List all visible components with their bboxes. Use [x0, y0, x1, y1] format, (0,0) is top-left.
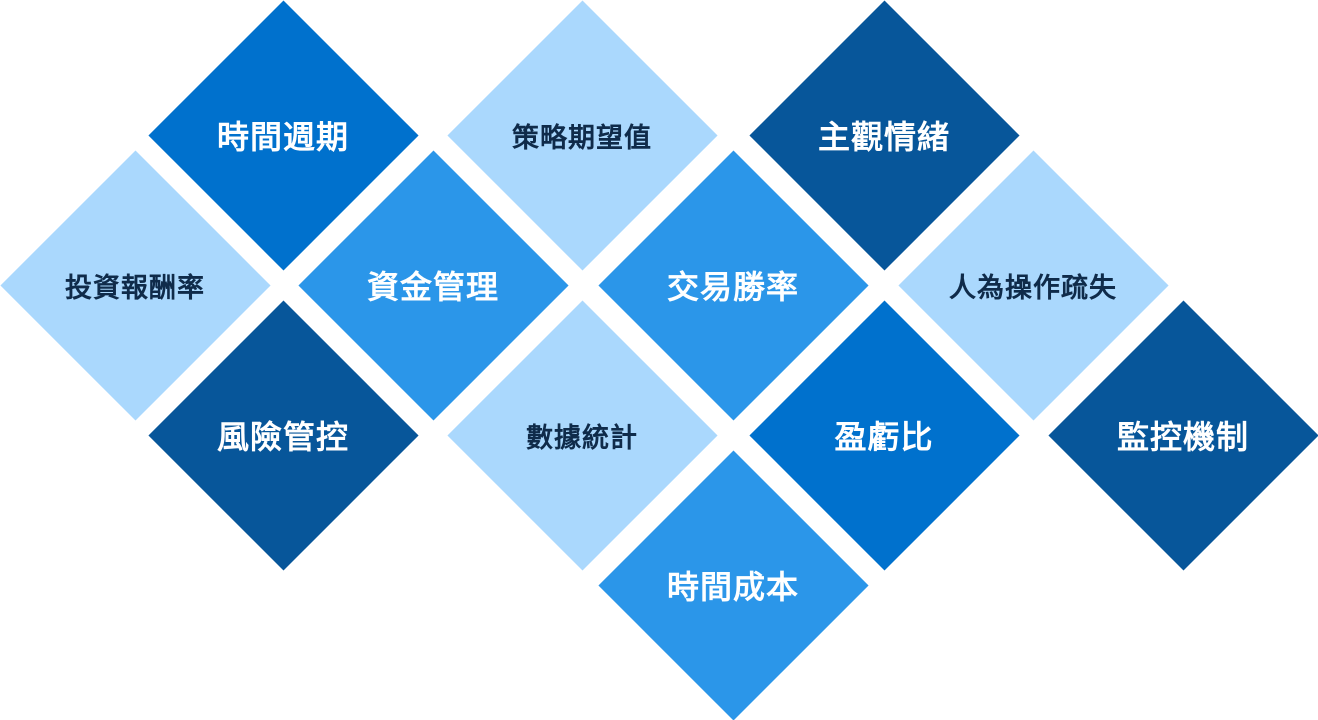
diamond-label: 主觀情緒 — [817, 118, 950, 156]
diamond-label: 數據統計 — [526, 422, 638, 454]
diamond-label: 盈虧比 — [834, 418, 934, 456]
diamond-label: 時間週期 — [216, 118, 349, 156]
diamond-time-period: 時間週期 — [147, 0, 419, 271]
diamond-human-error: 人為操作疏失 — [897, 149, 1169, 421]
diamond-label: 策略期望值 — [512, 122, 652, 154]
diamond-time-cost: 時間成本 — [597, 449, 869, 720]
diamond-subjective-emotion: 主觀情緒 — [748, 0, 1020, 271]
diamond-monitoring-mechanism: 監控機制 — [1047, 299, 1318, 571]
diamond-risk-control: 風險管控 — [147, 299, 419, 571]
diamond-data-statistics: 數據統計 — [446, 299, 718, 571]
diamond-label: 資金管理 — [366, 268, 499, 306]
diamond-money-management: 資金管理 — [297, 149, 569, 421]
diamond-label: 風險管控 — [216, 418, 349, 456]
diamond-return-on-investment: 投資報酬率 — [0, 149, 271, 421]
diamond-label: 時間成本 — [666, 568, 799, 606]
diamond-win-rate: 交易勝率 — [597, 149, 869, 421]
diamond-label: 監控機制 — [1116, 418, 1249, 456]
diamond-label: 人為操作疏失 — [949, 272, 1117, 304]
diamond-label: 交易勝率 — [666, 268, 799, 306]
diamond-profit-loss-ratio: 盈虧比 — [748, 299, 1020, 571]
diamond-strategy-expectancy: 策略期望值 — [446, 0, 718, 271]
diamond-label: 投資報酬率 — [65, 272, 205, 304]
